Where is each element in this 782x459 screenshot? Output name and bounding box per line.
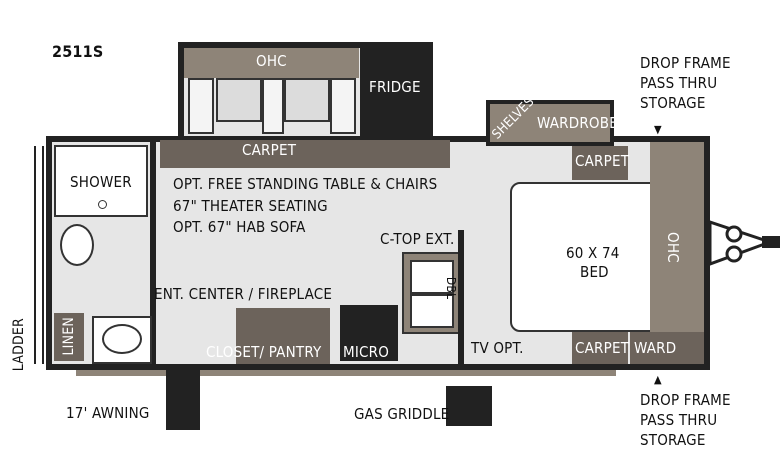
micro-label: MICRO <box>343 343 390 361</box>
carpet-bed-bottom <box>572 332 628 364</box>
fridge-label: FRIDGE <box>369 78 421 96</box>
dbl-label: DBL <box>444 276 459 300</box>
living-note-1: OPT. FREE STANDING TABLE & CHAIRS <box>173 175 438 193</box>
gas-griddle-label: GAS GRIDDLE <box>354 405 450 423</box>
awning <box>76 370 616 376</box>
carpet-bed-top <box>572 146 628 180</box>
ward <box>630 332 704 364</box>
bed-ohc-label: OHC <box>664 232 682 263</box>
bath-sink <box>92 316 152 364</box>
closet-label: CLOSET/ PANTRY <box>206 343 322 361</box>
bed-line2: BED <box>580 263 609 281</box>
ohc-top-label: OHC <box>256 52 287 70</box>
stove <box>340 305 398 361</box>
drop-arrow-bottom: ▲ <box>654 373 662 386</box>
kitchen-counter <box>402 252 462 334</box>
drop-frame-top: DROP FRAME PASS THRU STORAGE <box>640 54 731 112</box>
fridge <box>360 48 430 136</box>
toilet <box>60 224 94 266</box>
wardrobe-panel <box>490 104 610 142</box>
ctop-label: C-TOP EXT. <box>380 230 455 248</box>
living-note-2: 67" THEATER SEATING <box>173 197 328 215</box>
shower-label: SHOWER <box>70 173 132 191</box>
tv-label: TV OPT. <box>471 339 524 357</box>
closet <box>236 308 330 364</box>
shower-drain <box>98 200 107 209</box>
entry-steps <box>166 370 200 430</box>
theater-seating <box>186 76 356 134</box>
ladder <box>34 146 44 364</box>
hitch-icon <box>710 220 780 266</box>
linen <box>54 313 84 361</box>
drop-arrow-top: ▼ <box>654 123 662 136</box>
kitchen-divider <box>458 230 464 364</box>
gas-griddle <box>446 386 492 426</box>
model-number: 2511S <box>52 42 104 61</box>
ent-center-label: ENT. CENTER / FIREPLACE <box>154 285 333 303</box>
wardrobe-label: WARDROBE <box>537 114 618 132</box>
carpet-bed-bottom-label: CARPET <box>575 339 630 357</box>
slide-carpet-label: CARPET <box>242 141 297 159</box>
carpet-bed-top-label: CARPET <box>575 152 630 170</box>
drop-frame-bottom: DROP FRAME PASS THRU STORAGE <box>640 391 731 449</box>
bath-wall <box>150 142 156 364</box>
living-note-3: OPT. 67" HAB SOFA <box>173 218 306 236</box>
linen-label: LINEN <box>61 317 77 356</box>
slide-carpet <box>160 140 450 168</box>
ward-label: WARD <box>634 339 677 357</box>
ohc-top-panel <box>184 48 359 78</box>
ladder-label: LADDER <box>11 318 27 372</box>
awning-label: 17' AWNING <box>66 404 150 422</box>
bed-ohc <box>650 142 704 364</box>
bed-line1: 60 X 74 <box>566 244 620 262</box>
